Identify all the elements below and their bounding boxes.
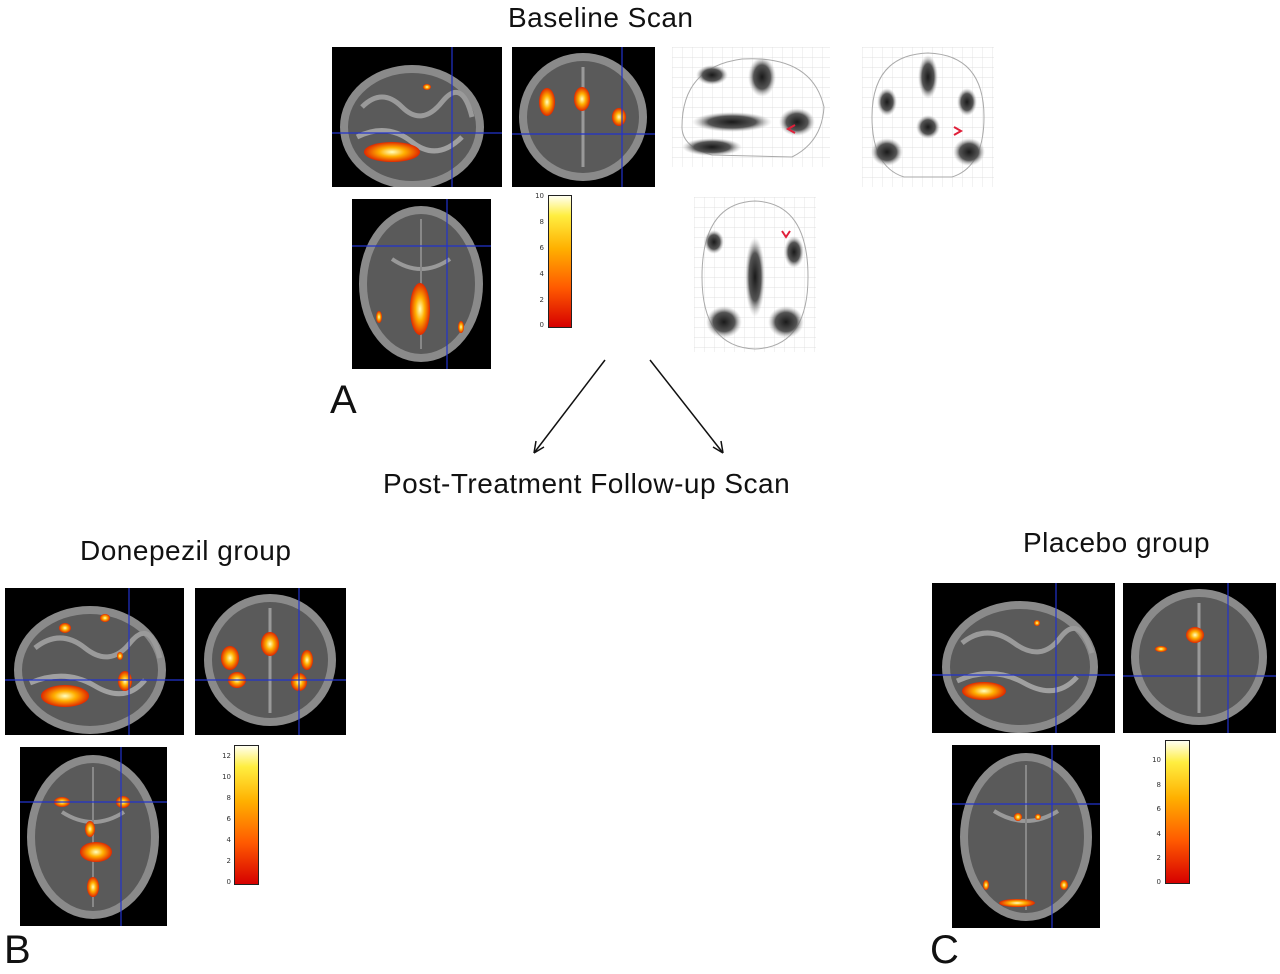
- placebo-coronal-slice: [1123, 583, 1276, 733]
- baseline-sagittal-slice: [332, 47, 502, 187]
- colorbar-tick: 8: [539, 218, 544, 226]
- donepezil-colorbar-gradient: [234, 745, 259, 885]
- colorbar-tick: 4: [1156, 830, 1161, 838]
- glass-brain-sagittal: [672, 47, 830, 167]
- colorbar-tick: 4: [226, 836, 231, 844]
- colorbar-tick: 2: [226, 857, 231, 865]
- donepezil-colorbar: 12 10 8 6 4 2 0: [214, 745, 264, 887]
- colorbar-tick: 6: [539, 244, 544, 252]
- panel-label-c: C: [930, 928, 959, 972]
- baseline-colorbar-gradient: [548, 195, 572, 328]
- colorbar-tick: 2: [539, 296, 544, 304]
- colorbar-tick: 6: [226, 815, 231, 823]
- colorbar-tick: 10: [222, 773, 231, 781]
- colorbar-tick: 10: [535, 192, 544, 200]
- placebo-colorbar-gradient: [1165, 740, 1190, 884]
- colorbar-tick: 4: [539, 270, 544, 278]
- placebo-colorbar: 10 8 6 4 2 0: [1142, 740, 1192, 886]
- panel-label-b: B: [4, 928, 31, 972]
- glass-brain-axial: [694, 197, 816, 352]
- baseline-axial-slice: [352, 199, 491, 369]
- placebo-sagittal-slice: [932, 583, 1115, 733]
- panel-label-a: A: [330, 378, 357, 422]
- donepezil-axial-slice: [20, 747, 167, 926]
- flow-arrows: [533, 359, 724, 454]
- colorbar-tick: 2: [1156, 854, 1161, 862]
- colorbar-tick: 8: [226, 794, 231, 802]
- arrow-to-placebo: [649, 359, 724, 454]
- colorbar-tick: 6: [1156, 805, 1161, 813]
- donepezil-coronal-slice: [195, 588, 346, 735]
- baseline-coronal-slice: [512, 47, 655, 187]
- colorbar-tick: 0: [1156, 878, 1161, 886]
- baseline-title: Baseline Scan: [508, 2, 694, 33]
- baseline-colorbar: 10 8 6 4 2 0: [526, 192, 576, 330]
- colorbar-tick: 10: [1152, 756, 1161, 764]
- donepezil-title: Donepezil group: [80, 535, 292, 566]
- colorbar-tick: 8: [1156, 781, 1161, 789]
- colorbar-tick: 0: [539, 321, 544, 329]
- glass-brain-coronal: [862, 47, 994, 187]
- placebo-title: Placebo group: [1023, 527, 1211, 558]
- colorbar-tick: 0: [226, 878, 231, 886]
- followup-title: Post-Treatment Follow-up Scan: [383, 468, 791, 499]
- donepezil-sagittal-slice: [5, 588, 184, 735]
- placebo-axial-slice: [952, 745, 1100, 928]
- arrow-to-donepezil: [533, 359, 606, 454]
- colorbar-tick: 12: [222, 752, 231, 760]
